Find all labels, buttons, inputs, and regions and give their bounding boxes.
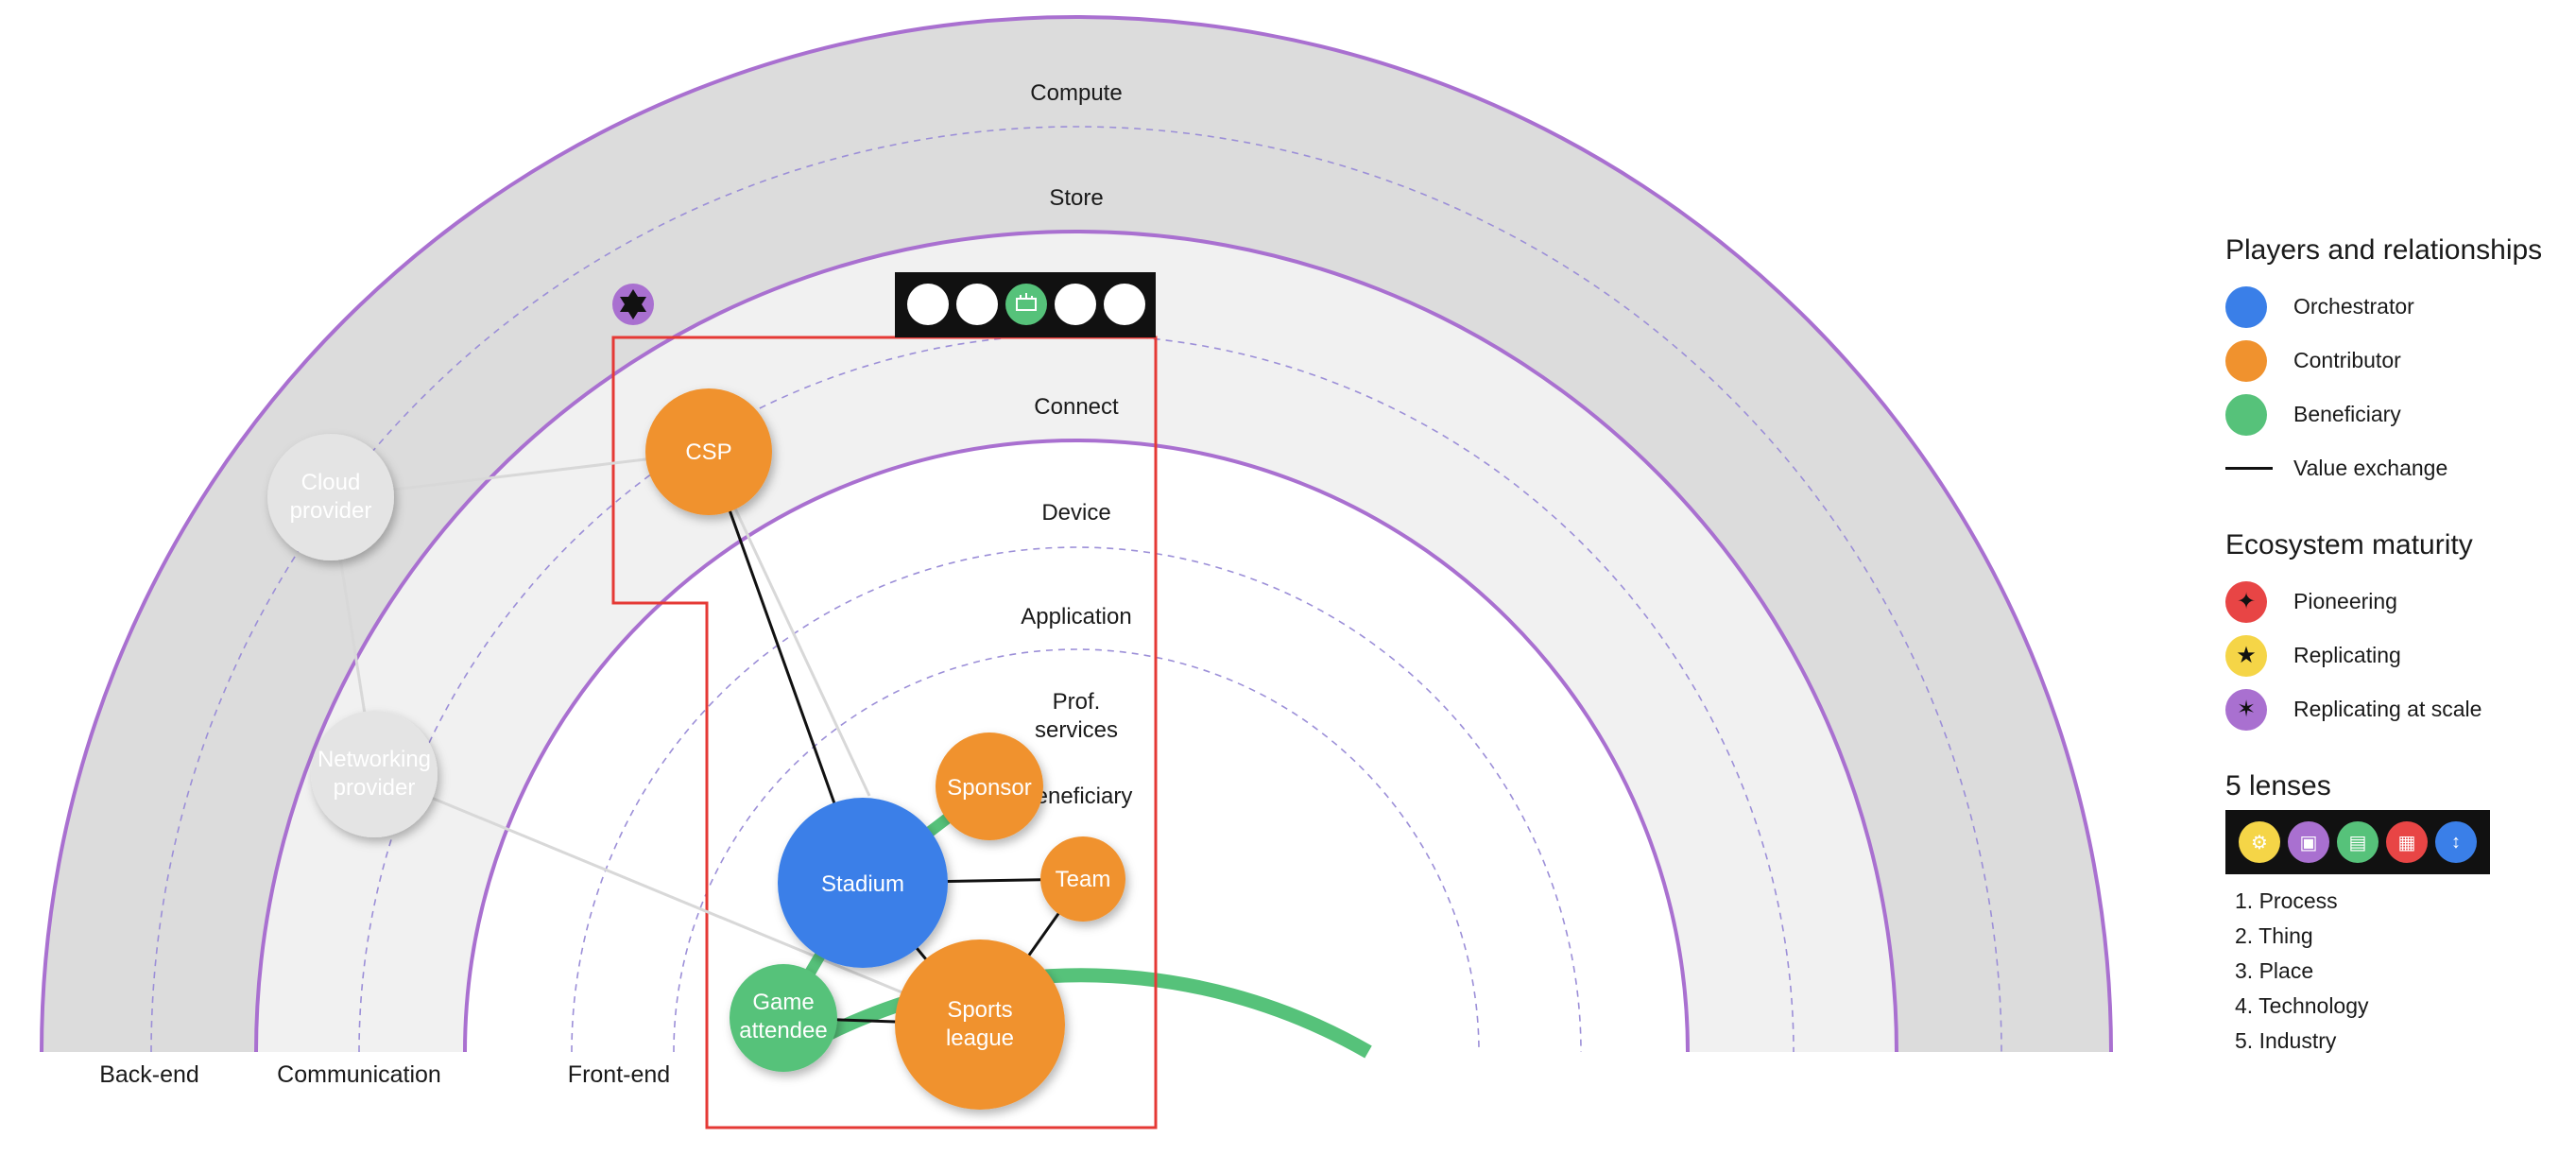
node-team[interactable]: Team [1040, 836, 1125, 922]
lens-list: 1. Process 2. Thing 3. Place 4. Technolo… [2235, 884, 2566, 1059]
dashed-layer-rings [150, 126, 2002, 1053]
star-icon: ★ [2225, 634, 2267, 677]
six-point-star-icon: ✶ [2225, 688, 2267, 731]
lens-item-industry: 5. Industry [2235, 1028, 2337, 1053]
node-cloud-provider[interactable]: Cloud provider [267, 434, 394, 560]
legend-players-title: Players and relationships [2225, 234, 2543, 266]
svg-text:attendee: attendee [739, 1018, 827, 1043]
axis-label-communication: Communication [277, 1061, 441, 1088]
chip-icon: ▦ [2386, 821, 2428, 863]
node-sponsor[interactable]: Sponsor [936, 733, 1043, 840]
node-game-attendee[interactable]: Game attendee [730, 964, 837, 1072]
lens-item-process: 1. Process [2235, 888, 2338, 913]
lens-icon-bar: ⚙ ▣ ▤ ▦ ↕ [2225, 810, 2490, 874]
node-label-stadium: Stadium [821, 871, 904, 897]
legend-players: Players and relationships Orchestrator C… [2225, 234, 2566, 495]
place-icon: ▤ [2337, 821, 2379, 863]
four-point-star-icon: ✦ [2225, 580, 2267, 623]
lens-item-technology: 4. Technology [2235, 993, 2369, 1018]
legend-item-replicating: ★ Replicating [2225, 629, 2566, 682]
ring-label-compute: Compute [1030, 80, 1122, 106]
legend-panel: Players and relationships Orchestrator C… [2225, 234, 2566, 1093]
ring-label-prof-services: Prof.services [1035, 689, 1118, 743]
legend-lenses-title: 5 lenses [2225, 770, 2331, 802]
node-sports-league[interactable]: Sports league [895, 940, 1065, 1110]
place-icon [1016, 293, 1037, 311]
legend-item-orchestrator: Orchestrator [2225, 280, 2566, 334]
node-csp[interactable]: CSP [645, 388, 772, 515]
node-label-sponsor: Sponsor [947, 775, 1031, 801]
legend-lenses: 5 lenses ⚙ ▣ ▤ ▦ ↕ 1. Process 2. Thing 3… [2225, 770, 2566, 1059]
process-icon: ⚙ [2239, 821, 2280, 863]
beneficiary-arc [790, 968, 1372, 1059]
orchestrator-dot-icon [2225, 285, 2267, 328]
node-label-team: Team [1056, 867, 1111, 892]
svg-text:Networking: Networking [318, 747, 431, 772]
node-label-csp: CSP [685, 440, 731, 465]
ring-label-store: Store [1049, 185, 1103, 211]
node-stadium[interactable]: Stadium [778, 798, 948, 968]
maturity-badge-replicating-at-scale [612, 284, 654, 325]
svg-text:league: league [946, 1026, 1014, 1051]
beneficiary-dot-icon [2225, 393, 2267, 436]
legend-item-contributor: Contributor [2225, 334, 2566, 388]
svg-text:Game: Game [752, 990, 814, 1015]
band-outer-gray [42, 17, 2111, 1052]
ring-label-application: Application [1021, 604, 1131, 629]
contributor-dot-icon [2225, 339, 2267, 382]
value-exchange-line-icon [2225, 467, 2273, 470]
legend-item-replicating-at-scale: ✶ Replicating at scale [2225, 682, 2566, 736]
lens-item-thing: 2. Thing [2235, 923, 2313, 948]
svg-text:Sports: Sports [947, 997, 1012, 1023]
legend-item-beneficiary: Beneficiary [2225, 388, 2566, 441]
ring-label-connect: Connect [1034, 394, 1119, 420]
industry-icon: ↕ [2435, 821, 2477, 863]
lens-strip [895, 272, 1156, 337]
legend-item-value-exchange: Value exchange [2225, 441, 2566, 495]
lens-item-place: 3. Place [2235, 958, 2314, 983]
node-networking-provider[interactable]: Networking provider [311, 711, 438, 837]
legend-item-pioneering: ✦ Pioneering [2225, 575, 2566, 629]
legend-maturity: Ecosystem maturity ✦ Pioneering ★ Replic… [2225, 529, 2566, 736]
svg-text:provider: provider [334, 775, 416, 801]
legend-maturity-title: Ecosystem maturity [2225, 529, 2473, 560]
axis-label-front-end: Front-end [568, 1061, 670, 1088]
svg-text:Cloud: Cloud [301, 470, 361, 495]
ring-label-device: Device [1041, 500, 1110, 526]
band-inner-white [465, 440, 1688, 1052]
axis-label-back-end: Back-end [99, 1061, 199, 1088]
six-point-star-icon [620, 289, 646, 319]
svg-text:provider: provider [290, 498, 372, 524]
ring-borders [40, 15, 2113, 1053]
thing-icon: ▣ [2288, 821, 2329, 863]
